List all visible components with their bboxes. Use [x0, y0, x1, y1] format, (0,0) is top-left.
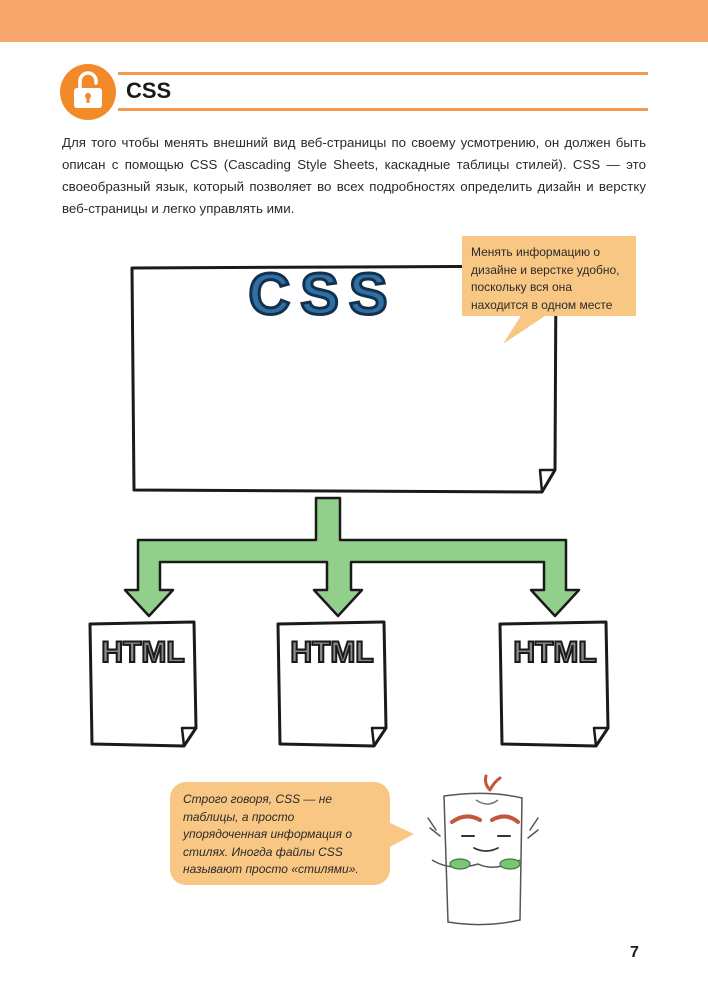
html-sheet-label: HTML: [290, 636, 373, 669]
page-number: 7: [630, 944, 639, 961]
html-sheet-label: HTML: [513, 636, 596, 669]
html-sheet-1: HTML: [88, 620, 198, 748]
html-sheet-2: HTML: [276, 620, 388, 748]
header-line-bottom: [118, 108, 648, 111]
css-sheet-mascot-icon: [427, 774, 539, 926]
top-note-tail: [503, 314, 548, 344]
css-sheet-label: CSS: [248, 262, 397, 327]
html-sheet-label: HTML: [101, 636, 184, 669]
top-note: Менять информацию о дизайне и верстке уд…: [462, 236, 636, 316]
section-badge: [60, 64, 116, 120]
unlocked-padlock-icon: [74, 71, 102, 108]
bottom-note-tail: [388, 822, 414, 848]
branch-arrow: [123, 496, 581, 618]
intro-paragraph: Для того чтобы менять внешний вид веб-ст…: [62, 135, 646, 216]
bottom-note: Строго говоря, CSS — не таблицы, а прост…: [170, 782, 390, 885]
section-header: CSS: [60, 64, 648, 124]
top-bar: [0, 0, 708, 42]
section-title: CSS: [126, 78, 172, 103]
html-sheet-3: HTML: [498, 620, 610, 748]
distribution-arrows: [123, 496, 581, 618]
header-line-top: [118, 72, 648, 75]
